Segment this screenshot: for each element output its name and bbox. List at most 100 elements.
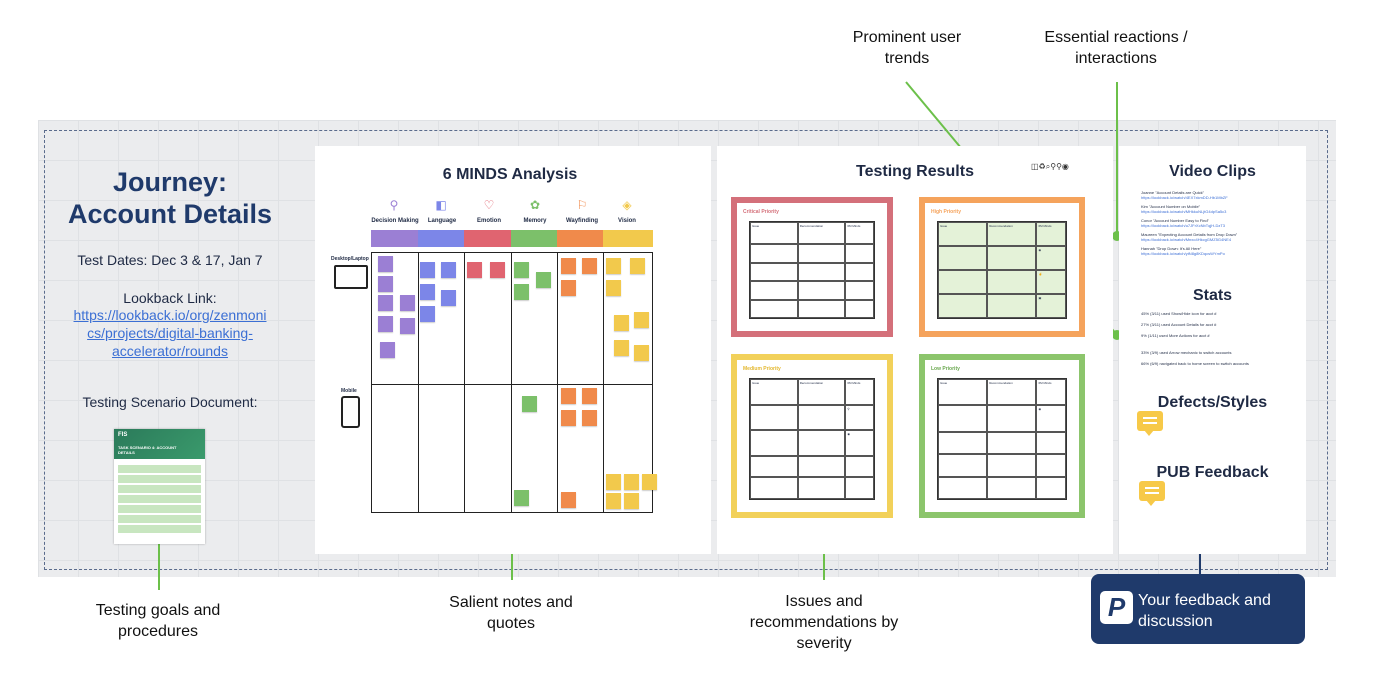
sticky-note[interactable] <box>561 280 576 296</box>
comment-icon[interactable] <box>1139 481 1165 506</box>
sticky-note[interactable] <box>441 262 456 278</box>
sticky-note[interactable] <box>380 342 395 358</box>
sticky-note[interactable] <box>614 315 629 331</box>
sticky-note[interactable] <box>582 388 597 404</box>
header-cell-decision <box>371 230 418 247</box>
results-toolbar-icons[interactable]: ◫♻⌕⚲⚲◉ <box>1031 162 1069 171</box>
sticky-note[interactable] <box>606 493 621 509</box>
video-item[interactable]: Kim "Account Number on Mobile"https://lo… <box>1141 204 1291 214</box>
lookback-label: Lookback Link: <box>123 290 217 306</box>
sticky-note[interactable] <box>467 262 482 278</box>
sticky-note[interactable] <box>634 345 649 361</box>
image-icon: ▣ <box>1036 294 1066 318</box>
sticky-note[interactable] <box>378 295 393 311</box>
minds-grid <box>371 252 653 513</box>
sticky-note[interactable] <box>561 492 576 508</box>
col-label-memory: Memory <box>523 218 547 224</box>
feedback-button-label: Your feedback and discussion <box>1138 592 1271 630</box>
sticky-note[interactable] <box>606 258 621 274</box>
desktop-icon <box>334 265 368 289</box>
sticky-note[interactable] <box>561 388 576 404</box>
feedback-discussion-button[interactable]: P Your feedback and discussion <box>1091 574 1305 644</box>
table-header: 6M Minds <box>1036 379 1066 406</box>
doc-header: FIS TASK SCENARIO 4: ACCOUNT DETAILS <box>114 429 205 459</box>
header-cell-emotion <box>464 230 511 247</box>
lookback-link-line2: cs/projects/digital-banking- <box>87 325 253 341</box>
sticky-note[interactable] <box>624 474 639 490</box>
mobile-icon <box>341 396 360 428</box>
lookback-link[interactable]: https://lookback.io/org/zenmoni cs/proje… <box>60 306 280 360</box>
sticky-note[interactable] <box>420 284 435 300</box>
callout-goals: Testing goals and procedures <box>95 602 221 640</box>
comment-icon[interactable] <box>1137 411 1163 436</box>
sticky-note[interactable] <box>614 340 629 356</box>
sticky-note[interactable] <box>561 258 576 274</box>
video-link[interactable]: https://lookback.io/watch/u7JFrXcNbTqjH-… <box>1141 223 1226 228</box>
video-name: Hannah "Drop Down: It's All Here" <box>1141 246 1202 251</box>
sticky-note[interactable] <box>624 493 639 509</box>
video-item[interactable]: Joanne "Account Details are Quick"https:… <box>1141 190 1291 200</box>
video-link[interactable]: https://lookback.io/watch/ytN8g8KDqcsWYm… <box>1141 251 1225 256</box>
video-item[interactable]: Maureen "Expecting Account Details from … <box>1141 232 1291 242</box>
sticky-note[interactable] <box>582 410 597 426</box>
header-cell-memory <box>511 230 557 247</box>
journey-title-line1: Journey: <box>112 167 228 197</box>
sticky-note[interactable] <box>606 280 621 296</box>
sticky-note[interactable] <box>378 276 393 292</box>
stat-line: 27% (3/11) used Account Details for acct… <box>1141 322 1217 327</box>
stat-line: 66% (6/9) navigated back to home screen … <box>1141 361 1249 366</box>
video-clips-title: Video Clips <box>1169 163 1256 180</box>
sticky-note[interactable] <box>582 258 597 274</box>
sticky-note[interactable] <box>378 316 393 332</box>
sticky-note[interactable] <box>561 410 576 426</box>
sticky-note[interactable] <box>634 312 649 328</box>
lookback-link-line3: accelerator/rounds <box>112 343 228 359</box>
sticky-note[interactable] <box>606 474 621 490</box>
minds-title: 6 MINDS Analysis <box>442 166 578 183</box>
video-link[interactable]: https://lookback.io/watch/MHkkuNLjtG4dpS… <box>1141 209 1227 214</box>
grid-col-divider <box>418 253 419 512</box>
callout-notes: Salient notes and quotes <box>449 594 573 632</box>
video-link[interactable]: https://lookback.io/watch/Mnxo4HkcgGMZ5G… <box>1141 237 1232 242</box>
doc-body <box>118 465 201 535</box>
sticky-note[interactable] <box>630 258 645 274</box>
video-item[interactable]: Conor "Account Number Easy to Find"https… <box>1141 218 1291 228</box>
row-label-desktop: Desktop/Laptop <box>331 256 369 262</box>
sticky-note[interactable] <box>420 262 435 278</box>
sticky-note[interactable] <box>642 474 657 490</box>
col-label-wayfinding: Wayfinding <box>565 218 599 224</box>
video-item[interactable]: Hannah "Drop Down: It's All Here"https:/… <box>1141 246 1291 256</box>
header-cell-language <box>418 230 464 247</box>
sticky-note[interactable] <box>514 490 529 506</box>
sticky-note[interactable] <box>514 262 529 278</box>
memory-icon: ✿ <box>529 198 541 212</box>
high-title: High Priority <box>931 209 962 215</box>
sticky-note[interactable] <box>522 396 537 412</box>
sticky-note[interactable] <box>378 256 393 272</box>
wayfinding-icon: ⚐ <box>576 198 588 212</box>
scenario-document-thumbnail[interactable]: FIS TASK SCENARIO 4: ACCOUNT DETAILS <box>114 429 205 544</box>
sticky-note[interactable] <box>441 290 456 306</box>
journey-title-line2: Account Details <box>67 199 273 229</box>
stat-line: 45% (3/11) used Show/Hide icon for acct … <box>1141 311 1217 316</box>
sticky-note[interactable] <box>400 295 415 311</box>
desktop-stand <box>344 287 354 289</box>
medium-title: Medium Priority <box>743 366 781 372</box>
video-link[interactable]: https://lookback.io/watch/4EX7xkmDD-Hb1M… <box>1141 195 1228 200</box>
intro-panel: Journey: Account Details Test Dates: Dec… <box>60 166 280 410</box>
sticky-note[interactable] <box>536 272 551 288</box>
doc-brand: FIS <box>118 432 128 438</box>
video-name: Maureen "Expecting Account Details from … <box>1141 232 1238 237</box>
stat-line: 33% (3/9) used Arrow mechanic to switch … <box>1141 350 1232 355</box>
sticky-note[interactable] <box>514 284 529 300</box>
sticky-note[interactable] <box>490 262 505 278</box>
sticky-note[interactable] <box>400 318 415 334</box>
test-dates: Test Dates: Dec 3 & 17, Jan 7 <box>77 252 263 268</box>
sticky-note[interactable] <box>420 306 435 322</box>
table-header: Issue <box>938 379 988 406</box>
